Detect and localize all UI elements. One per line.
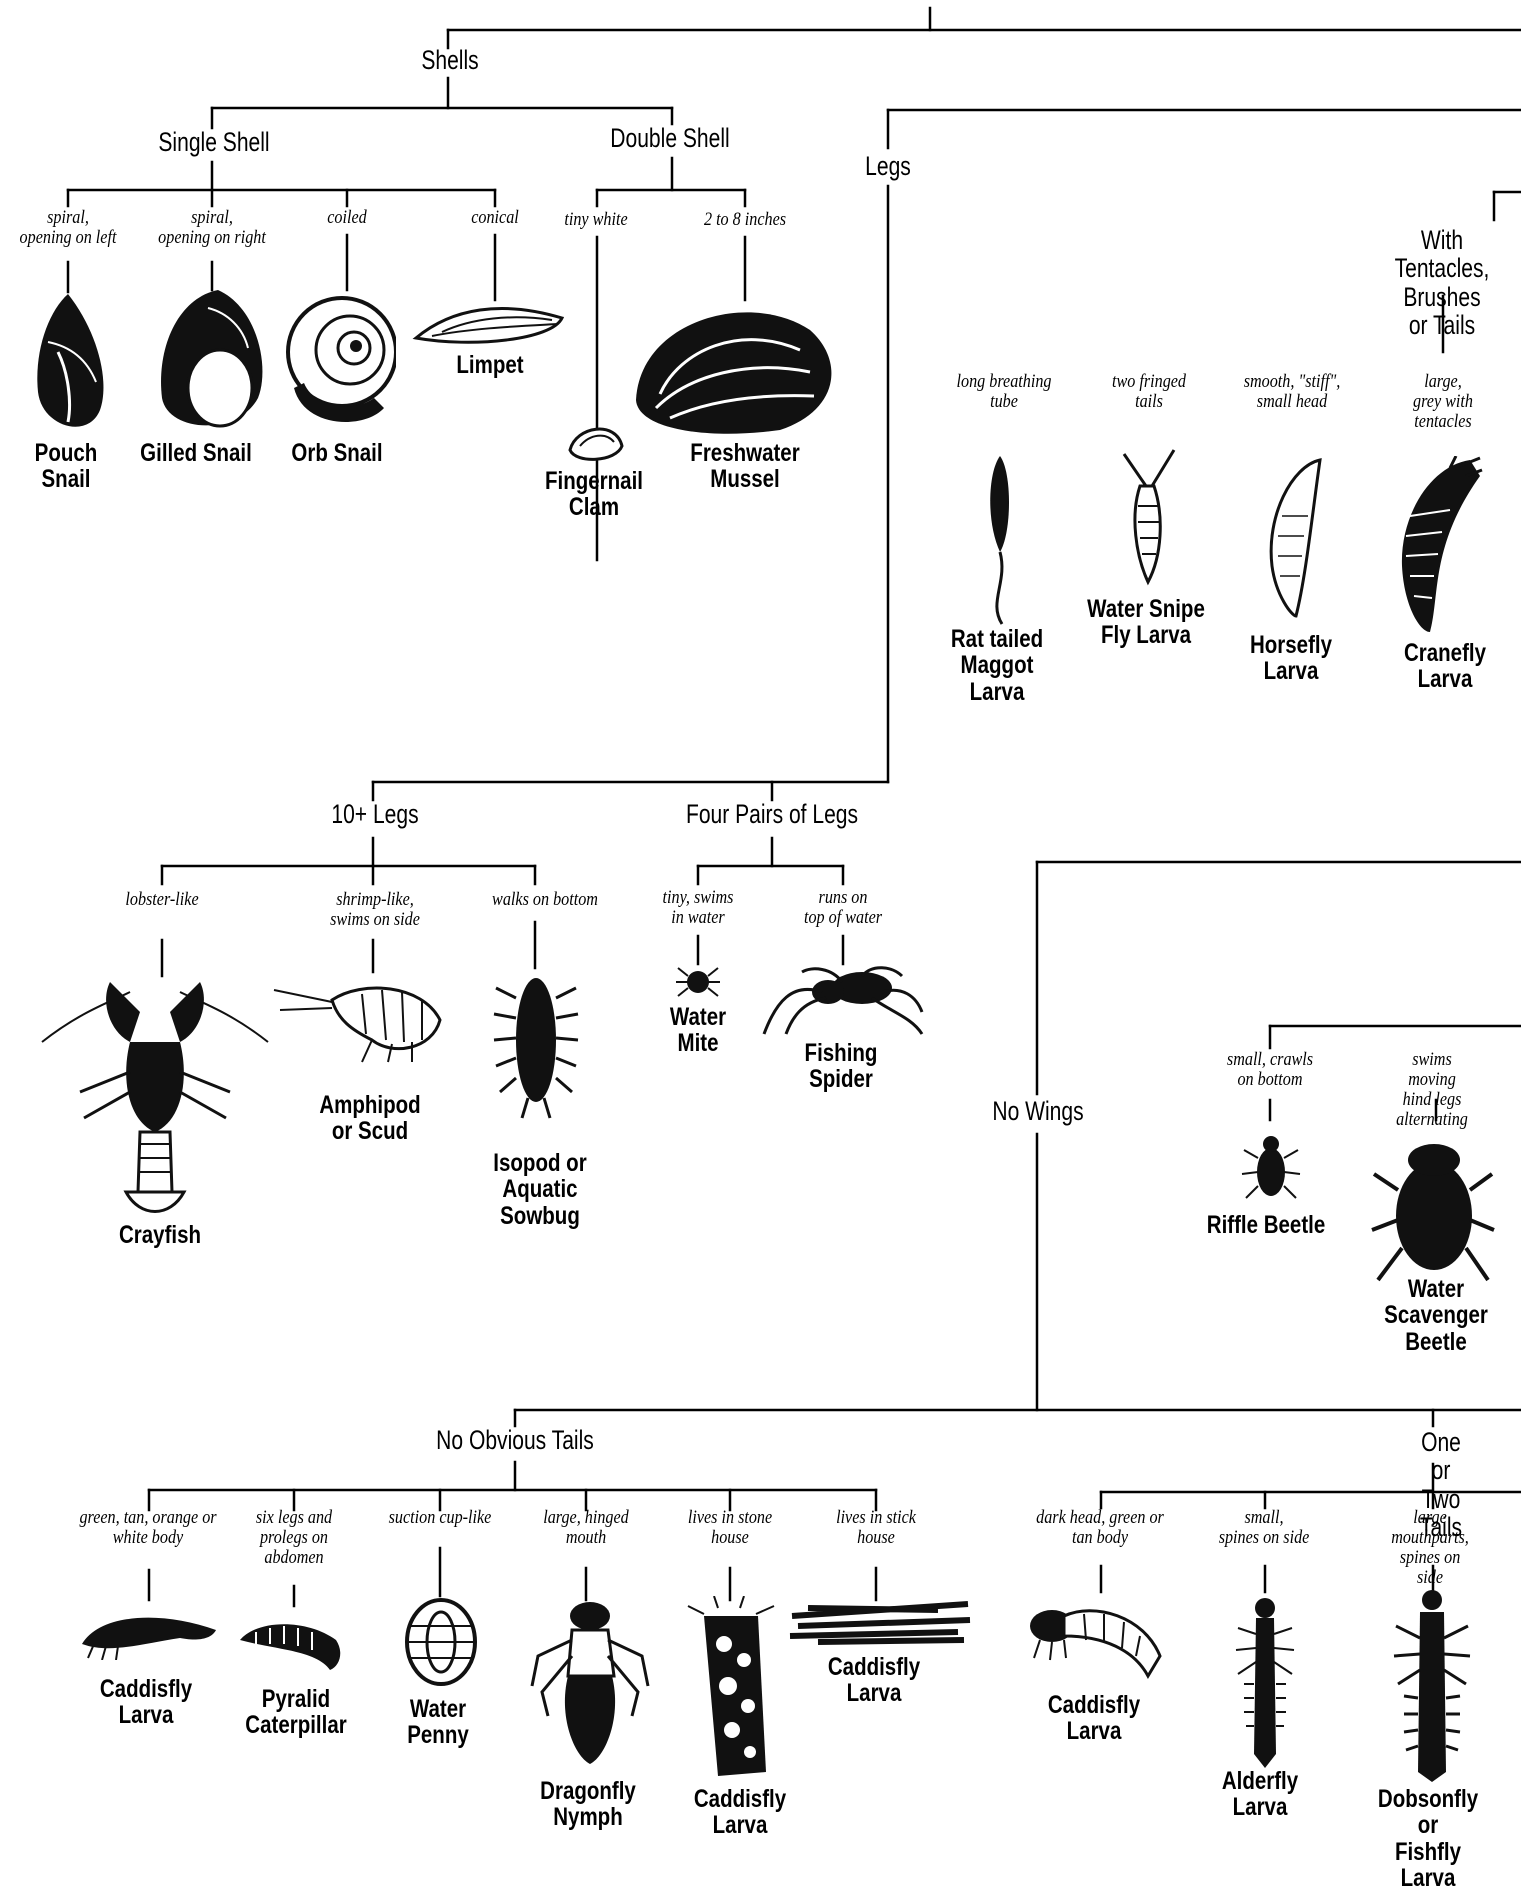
organism-description: tiny white	[564, 210, 627, 230]
fingernail-clam-illustration	[566, 420, 626, 464]
organism-name: Amphipod or Scud	[319, 1092, 420, 1145]
organism-name: Isopod or Aquatic Sowbug	[493, 1150, 586, 1229]
organism-description: long breathing tube	[957, 372, 1052, 412]
organism-description: 2 to 8 inches	[704, 210, 786, 230]
water-mite-illustration	[676, 962, 720, 1002]
organism-name: Water Penny	[407, 1696, 469, 1749]
water-penny-illustration	[402, 1596, 480, 1688]
organism-description: small, spines on side	[1219, 1508, 1310, 1548]
dragonfly-nymph-illustration	[528, 1596, 652, 1766]
horsefly-larva-illustration	[1262, 456, 1324, 620]
caddisfly-larva-illustration	[1024, 1596, 1168, 1680]
organism-description: lives in stone house	[688, 1508, 772, 1548]
organism-name: Gilled Snail	[140, 440, 252, 466]
organism-name: Riffle Beetle	[1207, 1212, 1325, 1238]
gilled-snail-illustration	[148, 288, 270, 438]
organism-description: lobster-like	[125, 890, 198, 910]
crayfish-illustration	[40, 972, 270, 1222]
organism-description: large, grey with tentacles	[1410, 372, 1476, 432]
organism-name: Limpet	[456, 352, 523, 378]
organism-name: Pyralid Caterpillar	[245, 1686, 346, 1739]
organism-name: Fingernail Clam	[545, 468, 643, 521]
organism-description: six legs and prolegs on abdomen	[256, 1508, 332, 1568]
category-shells: Shells	[421, 46, 478, 74]
category-single-shell: Single Shell	[158, 128, 269, 156]
category-ten-legs: 10+ Legs	[331, 800, 418, 828]
organism-name: Water Mite	[670, 1004, 726, 1057]
amphipod-illustration	[272, 970, 446, 1064]
organism-description: swims moving hind legs alternating	[1394, 1050, 1470, 1130]
pouch-snail-illustration	[28, 292, 110, 440]
organism-name: Orb Snail	[291, 440, 382, 466]
caddisfly-stick-house-illustration	[788, 1592, 974, 1648]
cranefly-larva-illustration	[1390, 456, 1484, 638]
category-no-obvious-tails: No Obvious Tails	[436, 1426, 594, 1454]
organism-name: Water Snipe Fly Larva	[1087, 596, 1205, 649]
organism-name: Dobsonfly or Fishfly Larva	[1378, 1786, 1478, 1891]
organism-description: smooth, "stiff", small head	[1244, 372, 1341, 412]
organism-description: runs on top of water	[804, 888, 882, 928]
rat-tailed-maggot-illustration	[978, 452, 1028, 626]
organism-name: Dragonfly Nymph	[540, 1778, 636, 1831]
organism-name: Alderfly Larva	[1222, 1768, 1298, 1821]
organism-name: Caddisfly Larva	[100, 1676, 192, 1729]
water-scavenger-beetle-illustration	[1370, 1130, 1496, 1290]
organism-name: Rat tailed Maggot Larva	[951, 626, 1043, 705]
organism-description: shrimp-like, swims on side	[330, 890, 420, 930]
organism-name: Caddisfly Larva	[694, 1786, 786, 1839]
organism-description: large, hinged mouth	[543, 1508, 629, 1548]
organism-name: Caddisfly Larva	[1048, 1692, 1140, 1745]
organism-name: Crayfish	[119, 1222, 201, 1248]
organism-description: tiny, swims in water	[663, 888, 734, 928]
category-double-shell: Double Shell	[610, 124, 729, 152]
organism-name: Caddisfly Larva	[828, 1654, 920, 1707]
organism-description: suction cup-like	[389, 1508, 492, 1528]
organism-description: spiral, opening on right	[158, 208, 266, 248]
organism-description: spiral, opening on left	[20, 208, 117, 248]
organism-name: Pouch Snail	[35, 440, 98, 493]
organism-description: walks on bottom	[492, 890, 598, 910]
organism-description: conical	[471, 208, 519, 228]
organism-description: large mouthparts, spines on side	[1391, 1508, 1469, 1588]
caddisfly-larva-illustration	[80, 1604, 220, 1660]
organism-name: Horsefly Larva	[1250, 632, 1332, 685]
caddisfly-stone-house-illustration	[684, 1596, 780, 1778]
organism-description: two fringed tails	[1112, 372, 1186, 412]
category-legs: Legs	[865, 152, 911, 180]
organism-description: dark head, green or tan body	[1036, 1508, 1164, 1548]
riffle-beetle-illustration	[1240, 1128, 1302, 1204]
category-no-wings: No Wings	[992, 1097, 1083, 1125]
freshwater-mussel-illustration	[630, 290, 844, 438]
organism-description: lives in stick house	[836, 1508, 916, 1548]
key-tree-lines	[0, 0, 1521, 1845]
pyralid-caterpillar-illustration	[236, 1610, 346, 1672]
category-four-pairs: Four Pairs of Legs	[686, 800, 858, 828]
organism-name: Fishing Spider	[805, 1040, 878, 1093]
orb-snail-illustration	[284, 288, 396, 432]
organism-name: Cranefly Larva	[1404, 640, 1486, 693]
isopod-illustration	[492, 968, 580, 1120]
dobsonfly-larva-illustration	[1390, 1588, 1474, 1784]
organism-description: coiled	[327, 208, 366, 228]
organism-name: Freshwater Mussel	[690, 440, 799, 493]
organism-description: green, tan, orange or white body	[79, 1508, 216, 1548]
water-snipe-fly-illustration	[1116, 446, 1184, 586]
fishing-spider-illustration	[762, 962, 924, 1036]
limpet-illustration	[412, 298, 568, 350]
organism-description: small, crawls on bottom	[1227, 1050, 1313, 1090]
organism-name: Water Scavenger Beetle	[1384, 1276, 1488, 1355]
alderfly-larva-illustration	[1234, 1594, 1296, 1770]
category-tentacles: With Tentacles, Brushes or Tails	[1395, 226, 1490, 339]
